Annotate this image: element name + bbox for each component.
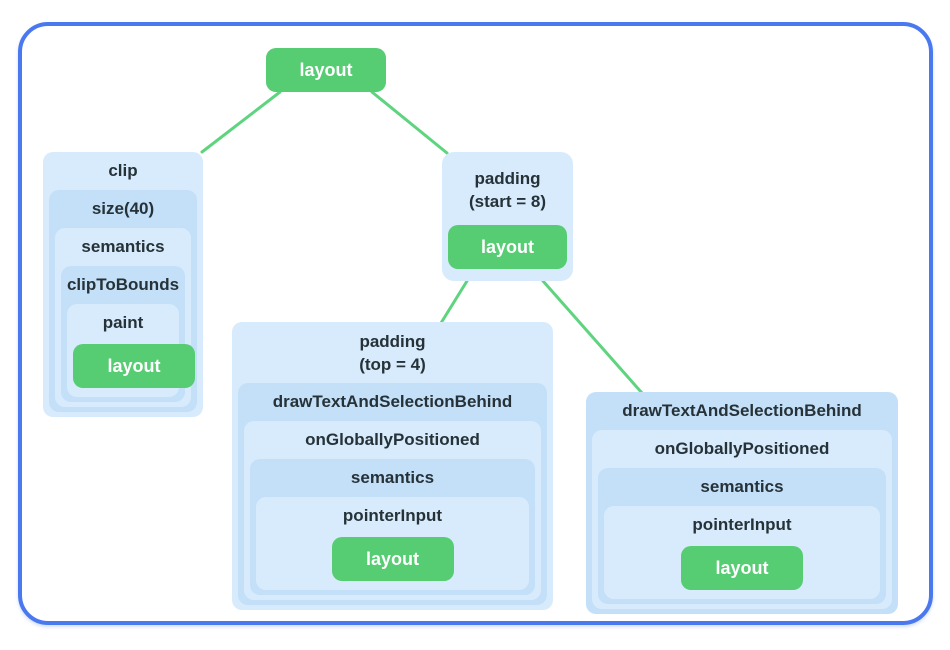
cliptobounds-node: clipToBounds paint layout bbox=[61, 266, 195, 402]
padding-top-label-line2: (top = 4) bbox=[359, 355, 426, 374]
semantics-label-middle: semantics bbox=[350, 468, 435, 487]
clip-node: clip size(40) semantics clipToBounds pai… bbox=[43, 152, 203, 417]
padding-top-label-line1: padding bbox=[359, 332, 426, 351]
onglobally-node-right: onGloballyPositioned semantics pointerIn… bbox=[592, 430, 892, 609]
padding-start-node: padding (start = 8) layout bbox=[442, 152, 573, 281]
size-node: size(40) semantics clipToBounds paint la… bbox=[49, 190, 197, 412]
drawtext-node-middle: drawTextAndSelectionBehind onGloballyPos… bbox=[238, 383, 547, 605]
onglobally-label-right: onGloballyPositioned bbox=[654, 439, 830, 458]
padding-top-node: padding (top = 4) drawTextAndSelectionBe… bbox=[232, 322, 553, 610]
drawtext-node-right: drawTextAndSelectionBehind onGloballyPos… bbox=[586, 392, 898, 614]
onglobally-node-middle: onGloballyPositioned semantics pointerIn… bbox=[244, 421, 541, 600]
root-layout-node: layout bbox=[266, 48, 386, 92]
pointerinput-node-right: pointerInput layout bbox=[604, 506, 880, 599]
paint-node: paint layout bbox=[67, 304, 195, 397]
padding-top-label: padding (top = 4) bbox=[238, 322, 547, 383]
size-label: size(40) bbox=[91, 199, 155, 218]
semantics-label-right: semantics bbox=[700, 477, 784, 496]
onglobally-label-middle: onGloballyPositioned bbox=[305, 430, 480, 449]
semantics-label-left: semantics bbox=[81, 237, 165, 256]
semantics-node-left: semantics clipToBounds paint layout bbox=[55, 228, 195, 407]
diagram-border-frame bbox=[18, 22, 933, 625]
paint-label: paint bbox=[102, 313, 144, 332]
semantics-node-right: semantics pointerInput layout bbox=[598, 468, 886, 604]
clip-label: clip bbox=[108, 161, 138, 180]
clip-chain-layout-leaf: layout bbox=[73, 344, 195, 388]
semantics-node-middle: semantics pointerInput layout bbox=[250, 459, 535, 595]
cliptobounds-label: clipToBounds bbox=[66, 275, 180, 294]
padding-start-layout-leaf: layout bbox=[448, 225, 567, 269]
pointerinput-node-middle: pointerInput layout bbox=[256, 497, 529, 590]
middle-chain-layout-leaf: layout bbox=[331, 537, 454, 581]
right-chain-layout-leaf: layout bbox=[681, 546, 803, 590]
pointerinput-label-middle: pointerInput bbox=[342, 506, 443, 525]
drawtext-label-middle: drawTextAndSelectionBehind bbox=[272, 392, 513, 411]
drawtext-label-right: drawTextAndSelectionBehind bbox=[622, 401, 862, 420]
padding-start-label: padding (start = 8) bbox=[448, 152, 567, 225]
padding-start-label-line1: padding bbox=[474, 169, 541, 188]
pointerinput-label-right: pointerInput bbox=[692, 515, 792, 534]
padding-start-label-line2: (start = 8) bbox=[469, 192, 546, 211]
